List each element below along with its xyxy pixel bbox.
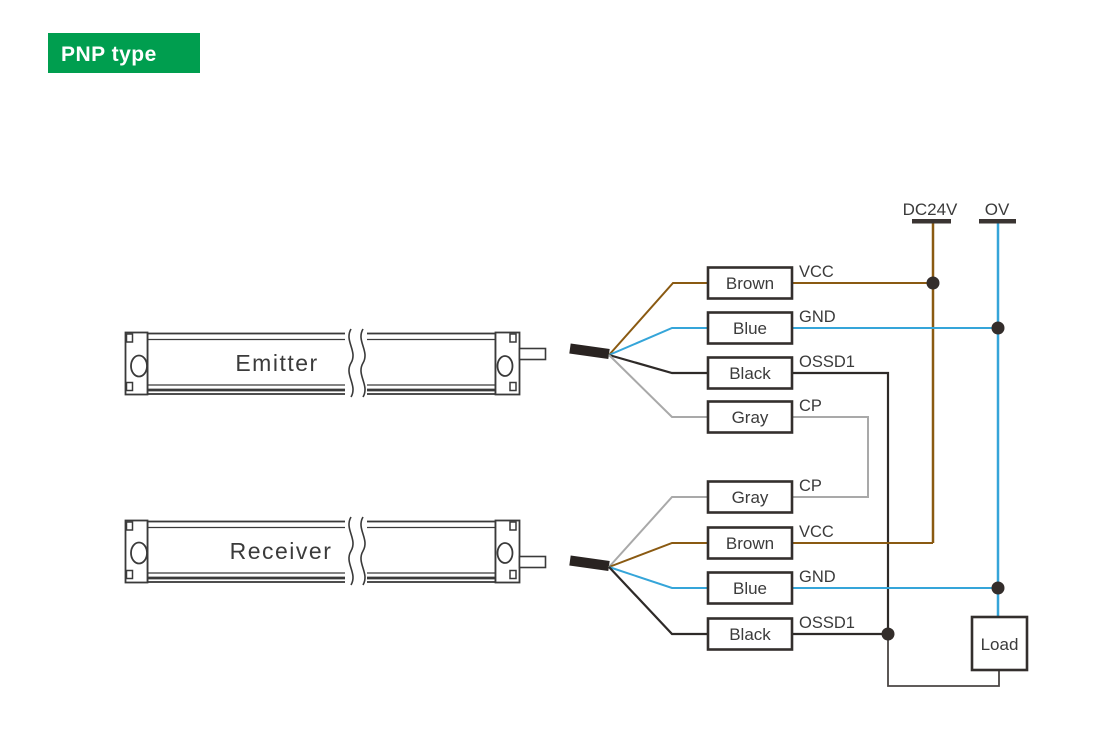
emitter-black-box — [706, 356, 794, 390]
receiver-blue-box-label: Blue — [733, 579, 767, 598]
receiver-label: Receiver — [230, 538, 333, 564]
receiver-gnd-signal-label: GND — [799, 568, 836, 586]
vcc-rail-junction-dot — [926, 276, 940, 290]
receiver-black-box-label: Black — [729, 625, 771, 644]
dc24v-terminal-label: DC24V — [903, 200, 958, 219]
receiver-brown-box-label: Brown — [726, 534, 774, 553]
receiver-gnd-junction-dot — [991, 581, 1005, 595]
receiver-brown-wire-left — [608, 542, 708, 568]
power-terminals: DC24V OV — [903, 200, 1016, 617]
emitter-right-top-tab — [509, 333, 517, 343]
emitter-cable — [569, 343, 610, 359]
emitter-gray-wire-left — [608, 354, 708, 418]
emitter-right-bottom-tab — [509, 381, 517, 392]
load-box — [970, 615, 1029, 672]
emitter-cable-group — [569, 282, 998, 634]
emitter-break-curve-right — [360, 328, 366, 398]
badge-background — [48, 33, 200, 73]
emitter-body — [146, 332, 497, 395]
load-label: Load — [981, 635, 1019, 654]
emitter-black-box-label: Black — [729, 364, 771, 383]
emitter-ossd1-signal-label: OSSD1 — [799, 353, 855, 371]
emitter-break-curve-left — [348, 328, 354, 398]
receiver-brown-box — [706, 526, 794, 560]
dc24v-terminal-bar — [912, 219, 951, 224]
receiver-vcc-signal-label: VCC — [799, 523, 834, 541]
receiver-ossd1-signal-label: OSSD1 — [799, 614, 855, 632]
emitter-left-bottom-tab — [125, 381, 134, 392]
ossd1-load-link-wire — [887, 634, 1000, 687]
emitter-gray-box-label: Gray — [732, 408, 769, 427]
emitter-left-top-tab — [125, 333, 134, 343]
receiver-left-screw-hole — [130, 541, 148, 565]
receiver-black-wire-left — [608, 566, 708, 636]
receiver-right-bottom-tab — [509, 569, 517, 580]
receiver-cable — [569, 555, 610, 571]
emitter-wire-labels: Brown VCC Blue GND Black OSSD1 Gray CP — [706, 263, 855, 434]
zero-volt-terminal-bar — [979, 219, 1016, 224]
receiver-device: Receiver — [124, 516, 547, 587]
receiver-wire-labels: Gray CP Brown VCC Blue GND Black OSSD1 — [706, 477, 855, 651]
receiver-left-bottom-tab — [125, 569, 134, 580]
receiver-break-curve-right — [360, 516, 366, 586]
receiver-connector-stub — [518, 555, 547, 569]
emitter-gnd-junction-dot — [991, 321, 1005, 335]
ossd1-junction-dot — [881, 627, 895, 641]
emitter-left-screw-hole — [130, 354, 148, 378]
emitter-blue-box-label: Blue — [733, 319, 767, 338]
emitter-right-screw-hole — [496, 355, 514, 377]
emitter-brown-wire-left — [608, 282, 708, 356]
zero-volt-terminal-label: OV — [985, 200, 1010, 219]
emitter-blue-box — [706, 311, 794, 345]
badge-label: PNP type — [61, 43, 157, 66]
type-badge: PNP type — [48, 33, 200, 73]
receiver-gray-wire-left — [608, 496, 708, 568]
receiver-cp-signal-label: CP — [799, 477, 822, 495]
receiver-right-top-tab — [509, 521, 517, 531]
emitter-black-wire-left — [608, 353, 708, 375]
receiver-gray-box-label: Gray — [732, 488, 769, 507]
emitter-break-gap — [345, 328, 367, 399]
receiver-blue-box — [706, 571, 794, 605]
receiver-break-curve-left — [348, 516, 354, 586]
emitter-gnd-signal-label: GND — [799, 308, 836, 326]
receiver-cable-group — [569, 496, 998, 636]
load-circuit: Load — [887, 615, 1029, 687]
receiver-right-screw-hole — [496, 542, 514, 564]
cp-interconnect-wire — [792, 416, 869, 498]
receiver-black-box — [706, 617, 794, 651]
receiver-gray-box — [706, 480, 794, 514]
emitter-ossd1-wire-right — [792, 371, 890, 634]
receiver-left-top-tab — [125, 521, 134, 531]
receiver-break-gap — [345, 516, 367, 587]
emitter-connector-stub — [518, 347, 547, 361]
emitter-label: Emitter — [235, 350, 318, 376]
emitter-device: Emitter — [124, 328, 547, 399]
emitter-gray-box — [706, 400, 794, 434]
emitter-vcc-signal-label: VCC — [799, 263, 834, 281]
emitter-blue-wire-left — [608, 327, 708, 356]
emitter-cp-signal-label: CP — [799, 397, 822, 415]
receiver-blue-wire-left — [608, 566, 708, 589]
emitter-brown-box-label: Brown — [726, 274, 774, 293]
emitter-brown-box — [706, 266, 794, 300]
